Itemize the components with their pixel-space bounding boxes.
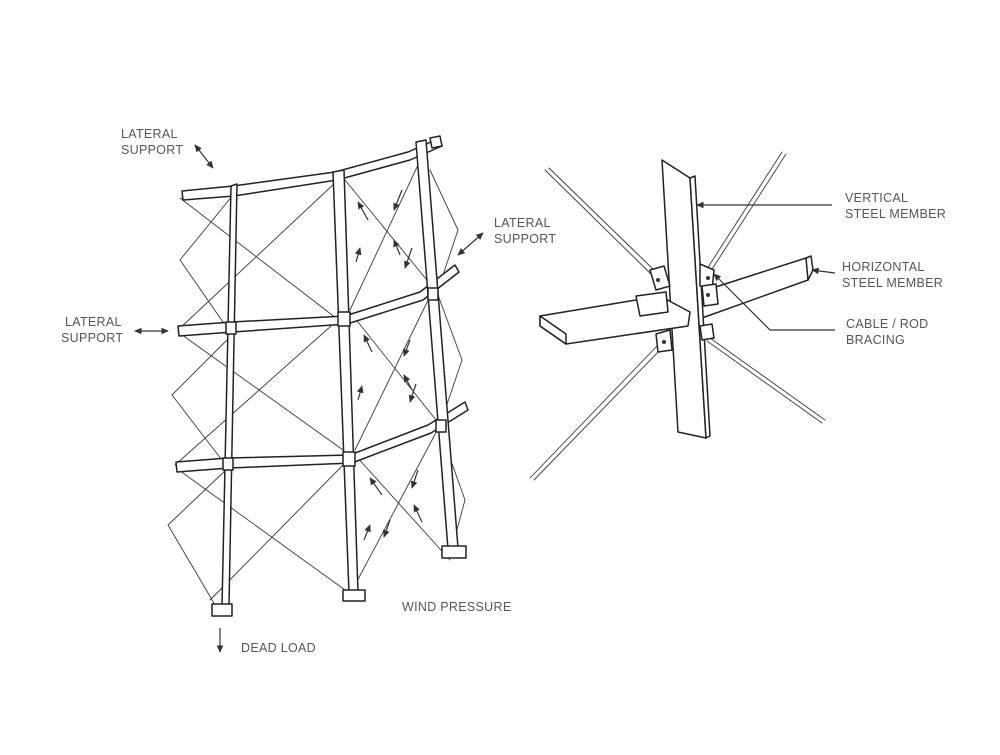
wind-pressure-arrows bbox=[354, 189, 423, 541]
horizontal-beams bbox=[175, 135, 469, 473]
lateral-support-right-arrow bbox=[457, 232, 484, 256]
horizontal-member-label: HORIZONTAL STEEL MEMBER bbox=[842, 259, 943, 291]
gusset-plates bbox=[635, 263, 719, 353]
label-line: LATERAL bbox=[65, 315, 122, 329]
dead-load-label: DEAD LOAD bbox=[241, 641, 316, 655]
connection-detail-drawing bbox=[529, 151, 836, 481]
vertical-columns bbox=[221, 139, 459, 607]
lateral-support-right-label: LATERAL SUPPORT bbox=[494, 215, 556, 247]
cable-bracing-x bbox=[167, 149, 466, 611]
label-line: SUPPORT bbox=[494, 232, 557, 246]
label-line: CABLE / ROD bbox=[846, 317, 929, 331]
detail-cables bbox=[529, 151, 826, 481]
detail-leaders bbox=[696, 201, 836, 331]
cable-bracing-label: CABLE / ROD BRACING bbox=[846, 316, 929, 348]
label-line: LATERAL bbox=[494, 216, 551, 230]
lateral-support-top-arrow bbox=[194, 144, 214, 169]
base-plates bbox=[211, 545, 467, 617]
lateral-support-top-label: LATERAL SUPPORT bbox=[121, 126, 183, 158]
label-line: STEEL MEMBER bbox=[842, 276, 944, 290]
lateral-support-left-label: LATERAL SUPPORT bbox=[61, 314, 123, 346]
wind-pressure-label: WIND PRESSURE bbox=[402, 600, 512, 614]
steel-frame-drawing bbox=[134, 135, 484, 653]
label-line: VERTICAL bbox=[845, 191, 909, 205]
label-line: HORIZONTAL bbox=[842, 260, 925, 274]
label-line: SUPPORT bbox=[121, 143, 184, 157]
label-line: BRACING bbox=[846, 333, 906, 347]
vertical-member-label: VERTICAL STEEL MEMBER bbox=[845, 190, 946, 222]
label-line: LATERAL bbox=[121, 127, 178, 141]
label-line: STEEL MEMBER bbox=[845, 207, 947, 221]
label-line: SUPPORT bbox=[61, 331, 124, 345]
